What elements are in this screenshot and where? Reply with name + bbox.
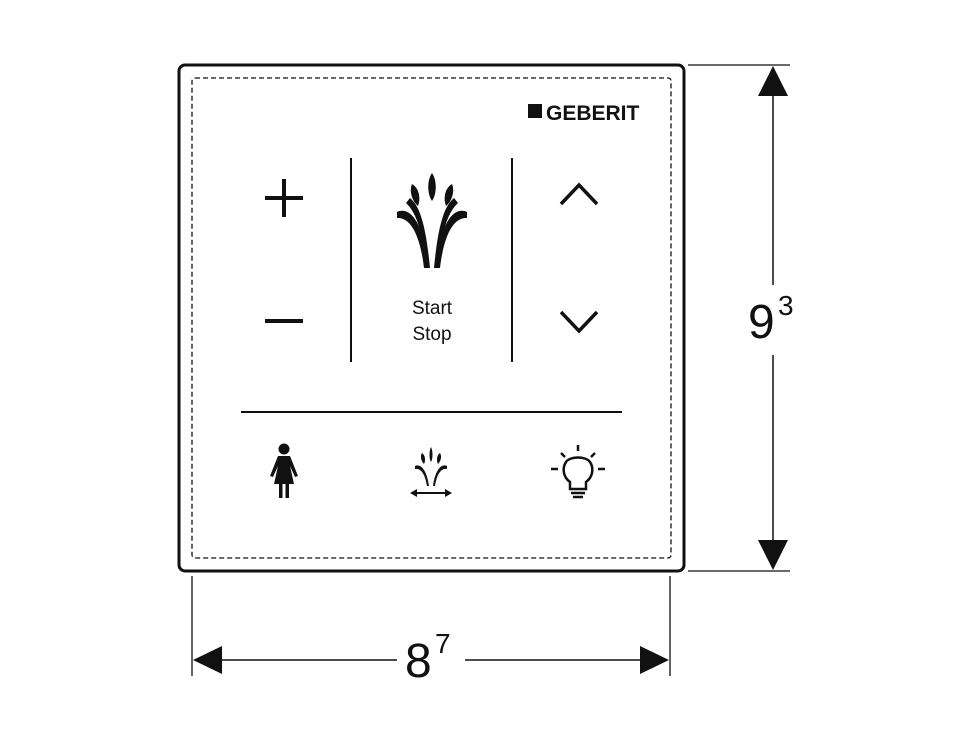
lady-shower-icon[interactable] bbox=[270, 443, 298, 499]
chevron-up-icon[interactable] bbox=[559, 182, 599, 206]
panel-outline bbox=[177, 63, 686, 573]
water-jet-icon[interactable] bbox=[397, 173, 467, 268]
start-label: Start bbox=[412, 298, 453, 319]
height-exponent: 3 bbox=[778, 290, 794, 321]
arrow-up bbox=[758, 66, 788, 96]
arrow-left bbox=[193, 646, 222, 674]
height-dimension: 9 3 bbox=[688, 64, 794, 572]
width-exponent: 7 bbox=[435, 628, 451, 659]
brand-logo: GEBERIT bbox=[528, 102, 640, 125]
light-bulb-icon[interactable] bbox=[551, 445, 605, 499]
arrow-down bbox=[758, 540, 788, 570]
stop-label: Stop bbox=[412, 324, 451, 345]
brand-text: GEBERIT bbox=[546, 102, 640, 125]
plus-icon[interactable] bbox=[265, 179, 303, 217]
arrow-right bbox=[640, 646, 669, 674]
height-value: 9 bbox=[748, 296, 775, 349]
jet-width-icon[interactable] bbox=[410, 447, 452, 497]
panel-inner-dashed bbox=[191, 77, 672, 559]
brand-square bbox=[528, 104, 542, 118]
width-value: 8 bbox=[405, 635, 432, 688]
chevron-down-icon[interactable] bbox=[559, 310, 599, 334]
width-dimension: 8 7 bbox=[191, 576, 671, 688]
